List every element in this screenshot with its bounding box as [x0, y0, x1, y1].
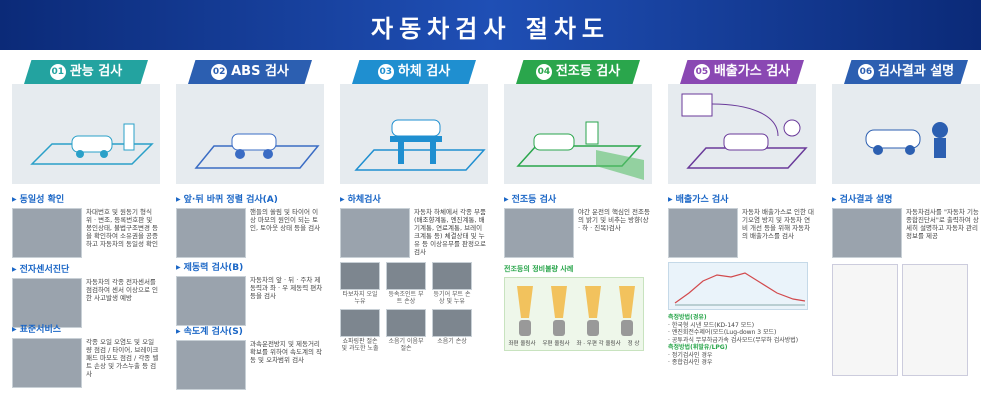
report-sheet [832, 264, 898, 376]
report-sheets [832, 264, 980, 376]
photo-headlight [504, 208, 574, 258]
defect-item: 소음기 이음부 절손 [386, 309, 426, 352]
section-brake-test: 제동력 검사(B) 자동차의 앞 · 뒤 · 주차 제동력과 좌 · 우 제동력… [176, 260, 324, 326]
illustration-abs-tester [176, 84, 324, 184]
defect-item: 소음기 손상 [432, 309, 472, 352]
section-sensor-diagnosis: 전자센서진단 자동차의 각종 전자센서를 점검하여 센서 이상으로 인한 사고발… [12, 262, 160, 328]
section-wheel-alignment: 앞·뒤 바퀴 정렬 검사(A) 핸들의 쏠림 및 타이어 이상 마모의 원인이 … [176, 192, 324, 258]
defect-item: 등속조인트 부트 손상 [386, 262, 426, 305]
section-headlight: 전조등 검사 야간 운전의 핵심인 전조등의 밝기 및 비추는 방향(상 · 하… [504, 192, 652, 351]
section-emission: 배출가스 검사 자동차 배출가스로 인한 대기오염 방지 및 자동차 연비 개선… [668, 192, 816, 367]
section-result: 검사결과 설명 자동차검사를 "자동차 기능 종합진단서"로 출력하여 상세히 … [832, 192, 980, 376]
beam-examples: 좌편 올림사 우편 올림사 좌 · 우편 각 올림사 정 상 [504, 277, 644, 351]
emission-notes: 측정방법(경유) · 한국형 시낸 모드(KD-147 모드) · 엔진회전수제… [668, 314, 799, 366]
report-sheet [902, 264, 968, 376]
header-banner: 자동차검사 절차도 [0, 0, 981, 50]
page-title: 자동차검사 절차도 [371, 15, 610, 43]
illustration-lift [340, 84, 488, 184]
section-identity-check: 동일성 확인 차대번호 및 원동기 형식 위 · 변조, 등록번호판 및 봉인상… [12, 192, 160, 258]
photo-underbody [340, 208, 410, 258]
photo-emission [668, 208, 738, 258]
section-standard-service: 표준서비스 각종 오일 오염도 및 오일량 점검 / 타이어, 브레이크 패드 … [12, 322, 160, 388]
emission-curve [668, 262, 808, 310]
defect-item: 타보차지 오일 누유 [340, 262, 380, 305]
emission-graph [674, 272, 806, 306]
illustration-emission [668, 84, 816, 184]
result-car-icon [865, 122, 948, 158]
car-inspection-icon [30, 123, 154, 165]
section-speedometer: 속도계 검사(S) 과속운전방지 및 제동거리 확보를 위하여 속도계의 작동 … [176, 324, 324, 390]
illustration-car-station [12, 84, 160, 184]
abs-tester-icon [194, 133, 320, 169]
defect-item: 쇼파링판 절손 및 과도한 노출 [340, 309, 380, 352]
photo-diagnosis [12, 278, 82, 328]
photo-consultation [832, 208, 902, 258]
defect-item: 등기어 부트 손상 및 누유 [432, 262, 472, 305]
headlight-tester-icon [516, 121, 644, 180]
emission-tester-icon [681, 93, 808, 169]
beam-pattern-icon [517, 286, 635, 336]
section-underbody: 하체검사 자동차 하체에서 각종 부품(배조향계통, 엔진계통, 배기계통, 연… [340, 192, 488, 352]
illustration-result [832, 84, 980, 184]
photo-brake [176, 276, 246, 326]
photo-alignment [176, 208, 246, 258]
defect-photo-grid: 타보차지 오일 누유 등속조인트 부트 손상 등기어 부트 손상 및 누유 쇼파… [340, 262, 488, 352]
photo-car-front [12, 208, 82, 258]
photo-engine [12, 338, 82, 388]
car-lift-icon [354, 119, 486, 171]
photo-speedometer [176, 340, 246, 390]
illustration-headlight [504, 84, 652, 184]
